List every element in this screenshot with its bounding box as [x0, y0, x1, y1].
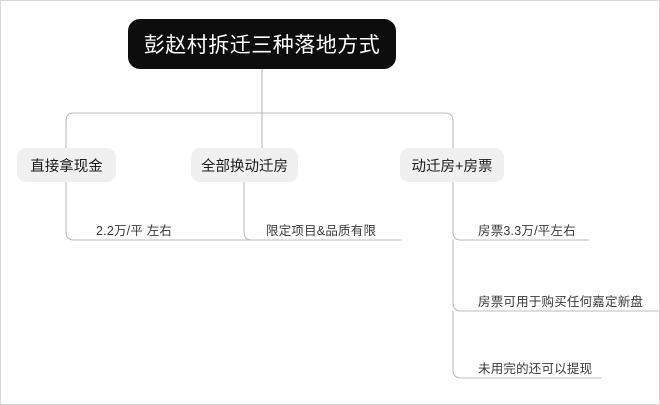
- root-node[interactable]: 彭赵村拆迁三种落地方式: [128, 19, 396, 69]
- connector-bus: [65, 112, 454, 149]
- leaf-label-2-1: 限定项目&品质有限: [266, 224, 377, 238]
- leaf-label-3-1: 房票3.3万/平左右: [478, 224, 576, 238]
- branch-node-2-label: 全部换动迁房: [201, 158, 288, 175]
- branch-node-1[interactable]: 直接拿现金: [17, 148, 116, 182]
- branch-node-1-label: 直接拿现金: [30, 158, 103, 175]
- branch-node-3-label: 动迁房+房票: [411, 158, 493, 175]
- root-node-label: 彭赵村拆迁三种落地方式: [143, 34, 381, 57]
- branch-node-3[interactable]: 动迁房+房票: [400, 148, 504, 182]
- branch-node-2[interactable]: 全部换动迁房: [191, 148, 298, 182]
- leaf-label-3-2: 房票可用于购买任何嘉定新盘: [478, 295, 644, 309]
- leaf-label-3-3: 未用完的还可以提现: [478, 362, 593, 376]
- leaf-label-1-1: 2.2万/平 左右: [96, 224, 173, 238]
